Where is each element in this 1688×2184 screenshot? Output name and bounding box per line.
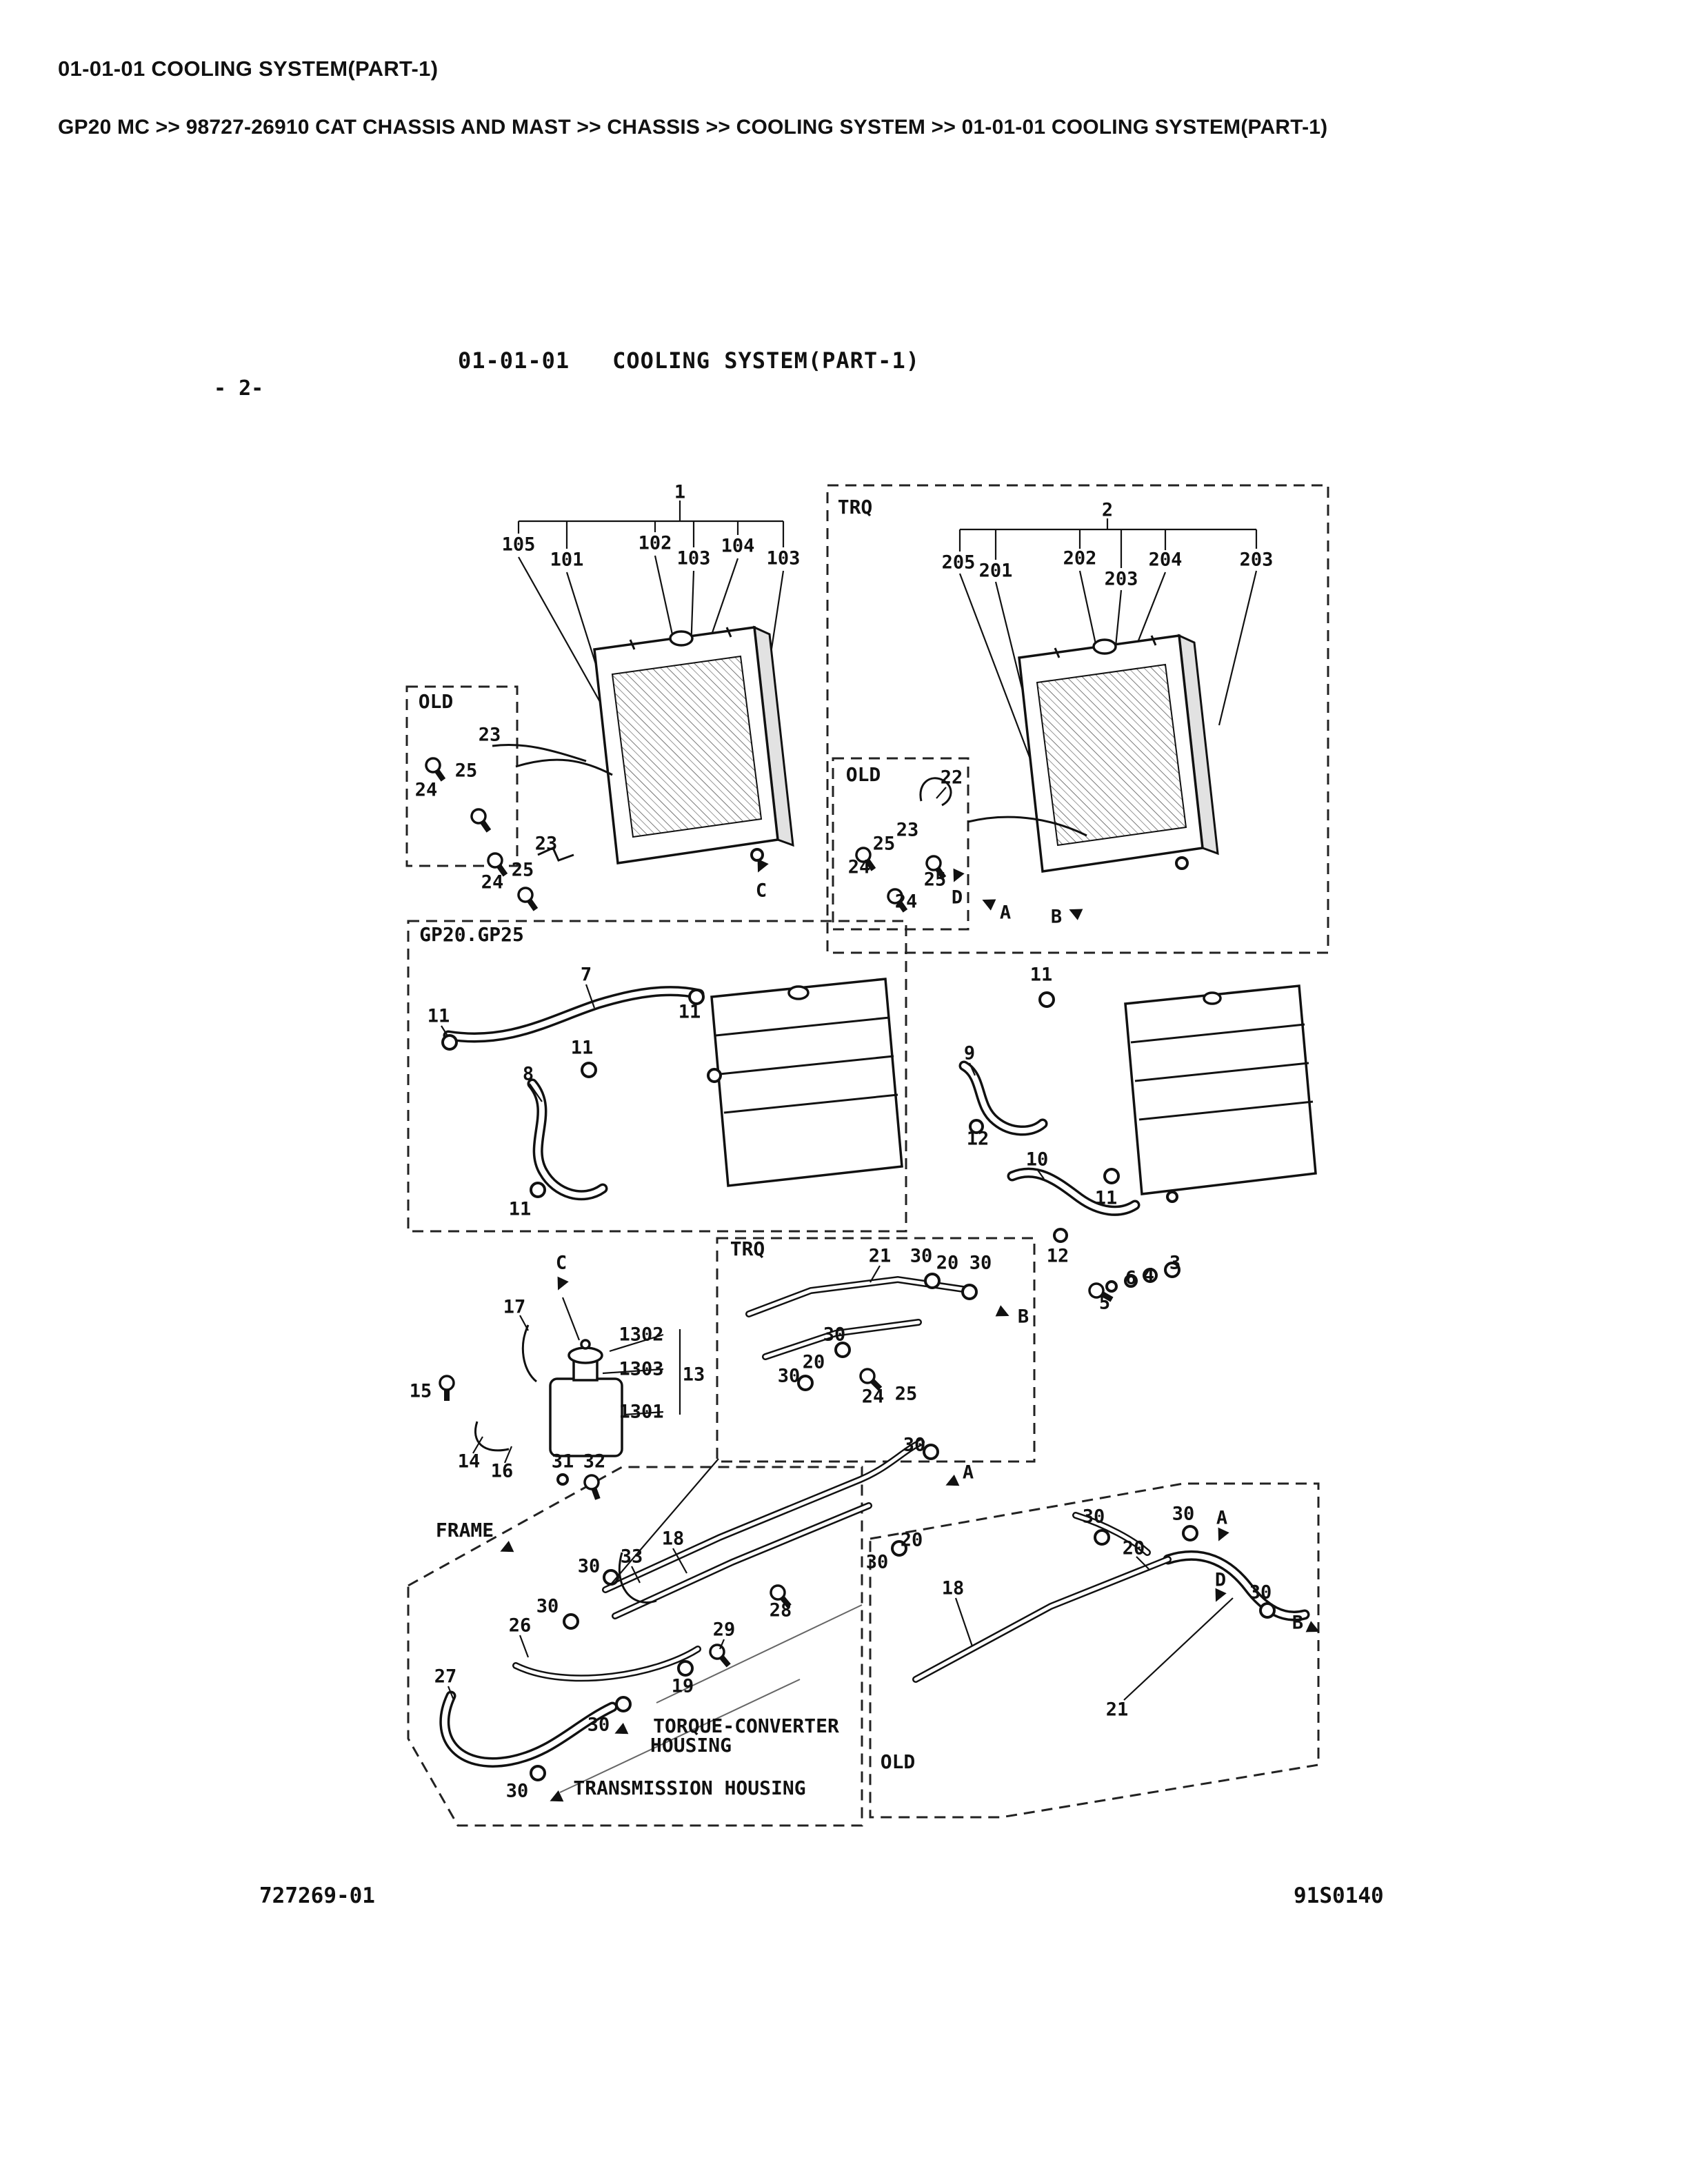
old-box-mid	[832, 757, 969, 931]
radiator-2	[1018, 634, 1219, 873]
figure-id: 91S0140	[1294, 1883, 1384, 1908]
bracket-mid	[919, 777, 1087, 837]
hose-21-right	[1163, 1550, 1310, 1621]
figure-name: COOLING SYSTEM(PART-1)	[612, 347, 920, 374]
housing-outlines	[559, 1604, 863, 1793]
radiator-1	[593, 625, 794, 865]
old-box-bottom	[869, 1482, 1320, 1819]
wire-33	[618, 1552, 657, 1604]
engine-tank	[1124, 984, 1317, 1203]
gp20-tank	[707, 978, 903, 1187]
hose-7	[443, 986, 705, 1043]
hose-8	[527, 1078, 608, 1201]
hose-10	[1007, 1167, 1141, 1216]
figure-title: 01-01-01 COOLING SYSTEM(PART-1)	[458, 347, 920, 374]
bracket-left	[492, 743, 613, 862]
pipe-26	[512, 1646, 701, 1682]
pipe-20-right	[1072, 1512, 1151, 1556]
pipe-trq-lower	[762, 1319, 922, 1360]
page-title: 01-01-01 COOLING SYSTEM(PART-1)	[58, 57, 439, 81]
document-number: 727269-01	[259, 1883, 375, 1908]
pipe-18-right	[912, 1556, 1172, 1683]
hose-9	[958, 1060, 1048, 1136]
old-box-left	[405, 685, 519, 867]
reservoir-tank	[472, 1297, 681, 1464]
page-number: - 2-	[214, 376, 264, 401]
breadcrumb: GP20 MC >> 98727-26910 CAT CHASSIS AND M…	[58, 116, 1328, 139]
hose-27	[439, 1690, 618, 1768]
pipe-18-left-b	[612, 1502, 872, 1619]
figure-code: 01-01-01	[458, 347, 570, 374]
clamps	[441, 989, 1276, 1781]
pipe-18-left-a	[602, 1439, 925, 1593]
gp20-gp25-box	[407, 920, 907, 1233]
frame-box	[407, 1466, 863, 1827]
bolts	[422, 754, 1180, 1672]
trq-box-mid	[716, 1237, 1036, 1463]
misc-leaders	[441, 787, 1234, 1701]
